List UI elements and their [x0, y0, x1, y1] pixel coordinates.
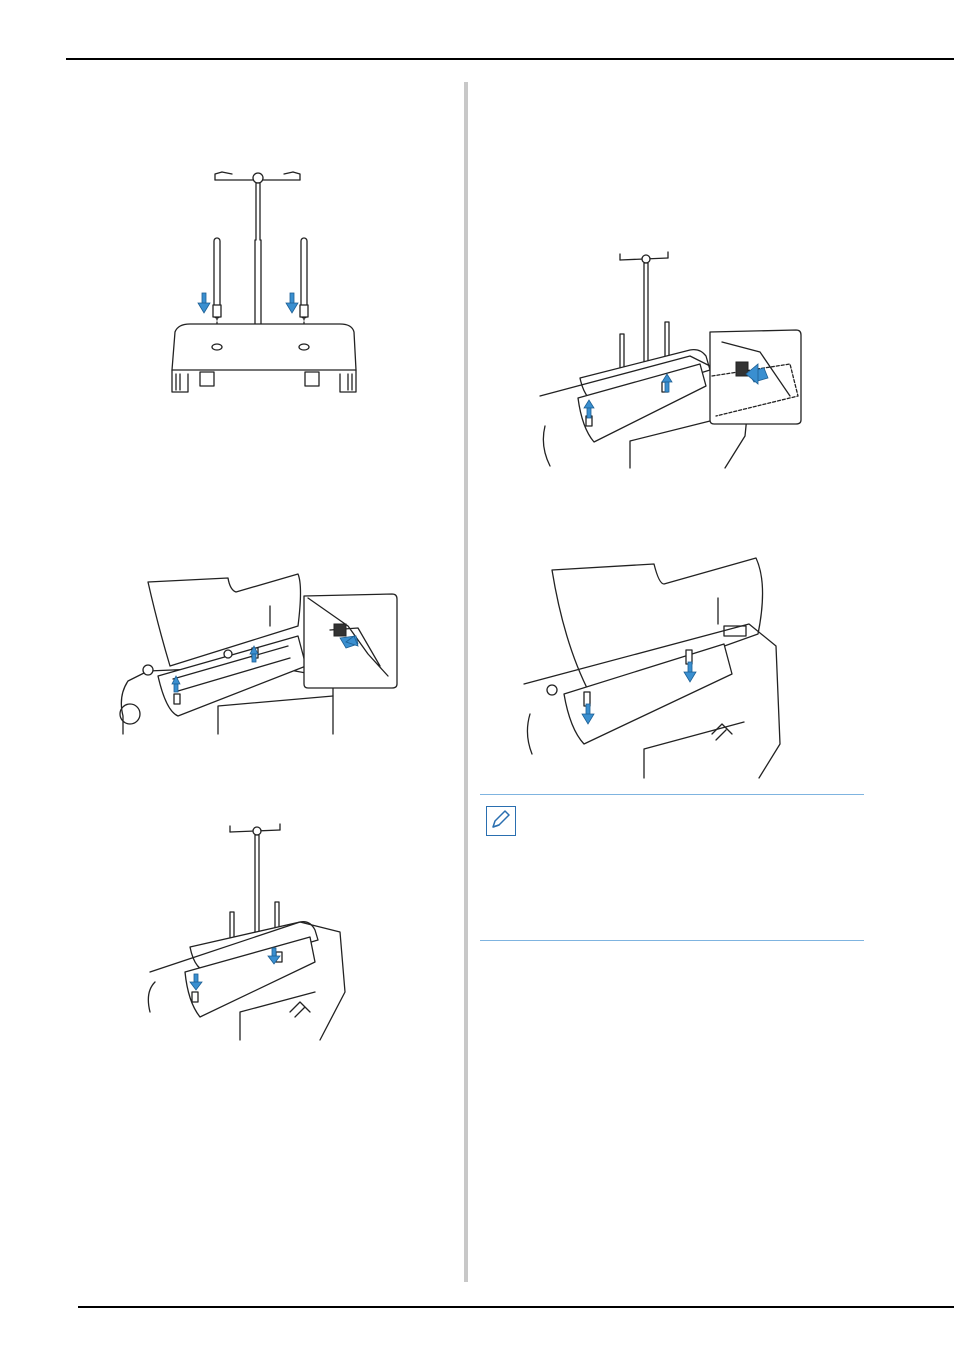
memo-top-rule: [480, 794, 864, 795]
header-rule: [66, 58, 954, 60]
pencil-memo-icon: [486, 806, 516, 836]
figure-close-top-cover: [524, 554, 802, 778]
figure-remove-thread-stand: [540, 246, 802, 468]
column-divider: [464, 82, 468, 1282]
footer-rule: [78, 1306, 954, 1308]
figure-insert-thread-stand: [150, 822, 350, 1042]
arrow-down-icon-right: [286, 293, 298, 313]
arrow-down-icon-left: [198, 293, 210, 313]
figure-thread-stand-assembly: [160, 160, 370, 400]
memo-bottom-rule: [480, 940, 864, 941]
figure-open-top-cover: [118, 566, 403, 738]
